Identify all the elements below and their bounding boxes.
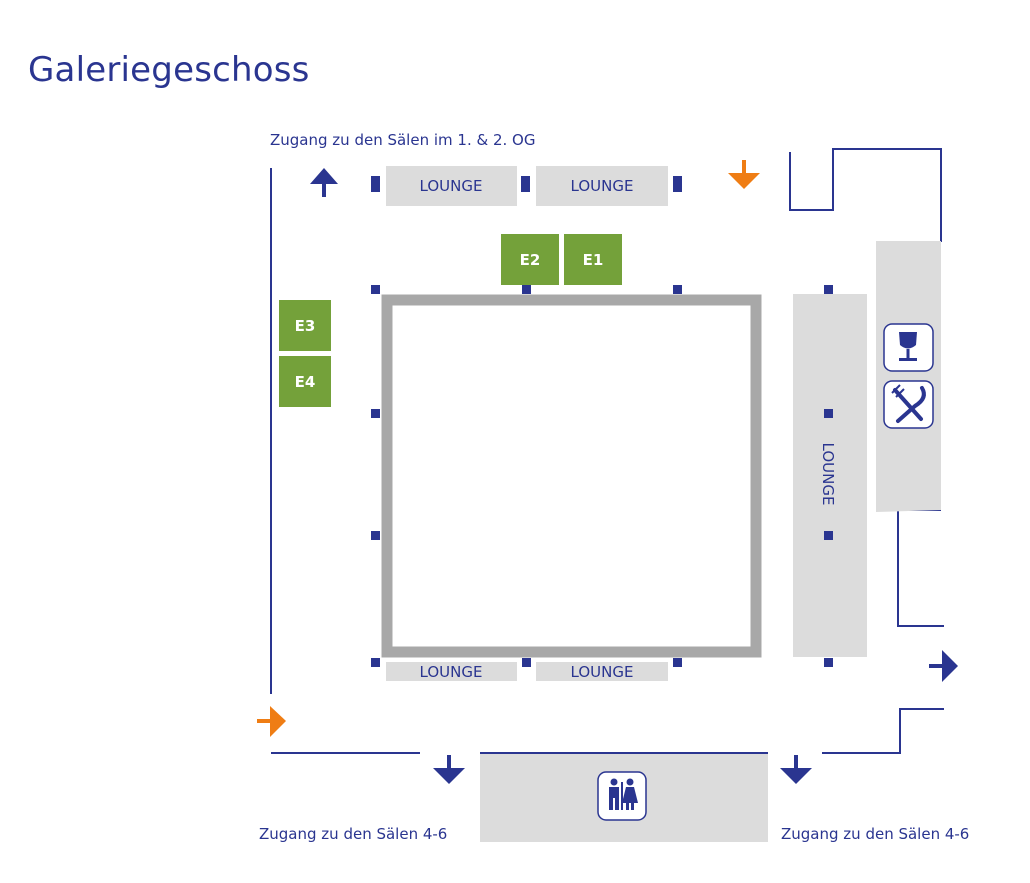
wall-right-lower [897,509,944,627]
pillar [522,658,531,667]
entrance-arrow-right-icon [257,706,286,737]
pillar [522,285,531,294]
cutlery-icon [883,380,934,429]
access-label-halls-left: Zugang zu den Sälen 4-6 [259,825,447,843]
pillar [824,531,833,540]
lounge-right-vertical-label: LOUNGE [819,443,837,506]
booth-e2 [501,234,559,285]
restroom-icon [597,771,647,821]
wall-top-right-notch [789,148,942,242]
lounge-bottom-right-label: LOUNGE [571,663,634,681]
pillar [371,176,380,192]
booth-e4 [279,356,331,407]
arrow-down-left-icon [433,755,465,784]
pillar [521,176,530,192]
exit-arrow-right-icon [929,650,958,682]
booth-e2-label: E2 [520,251,541,269]
page-title: Galeriegeschoss [28,50,310,90]
pillar [824,285,833,294]
booth-e1 [564,234,622,285]
arrow-down-right-icon [780,755,812,784]
catering-area [876,241,941,512]
pillar [673,285,682,294]
access-label-halls-right: Zugang zu den Sälen 4-6 [781,825,969,843]
wall-bottom-right [822,708,944,754]
lounge-right-vertical [793,294,867,657]
booth-e3 [279,300,331,351]
pillar [371,531,380,540]
lounge-bottom-left-label: LOUNGE [420,663,483,681]
lounge-top-right-label: LOUNGE [571,177,634,195]
pillar [371,285,380,294]
pillar [824,409,833,418]
pillar [371,409,380,418]
pillar [673,176,682,192]
wine-glass-icon [883,323,934,372]
lounge-top-left-label: LOUNGE [420,177,483,195]
entrance-arrow-down-icon [728,160,760,189]
pillar [824,658,833,667]
main-hall [381,294,762,658]
lounge-top-right [536,166,668,206]
arrow-up-icon [310,168,338,197]
booth-e3-label: E3 [295,317,316,335]
pillar [673,658,682,667]
booth-e1-label: E1 [583,251,604,269]
booth-e4-label: E4 [295,373,316,391]
access-label-upper-floors: Zugang zu den Sälen im 1. & 2. OG [270,131,535,149]
lounge-top-left [386,166,517,206]
pillar [371,658,380,667]
lounge-bottom-right [536,662,668,681]
lounge-bottom-left [386,662,517,681]
